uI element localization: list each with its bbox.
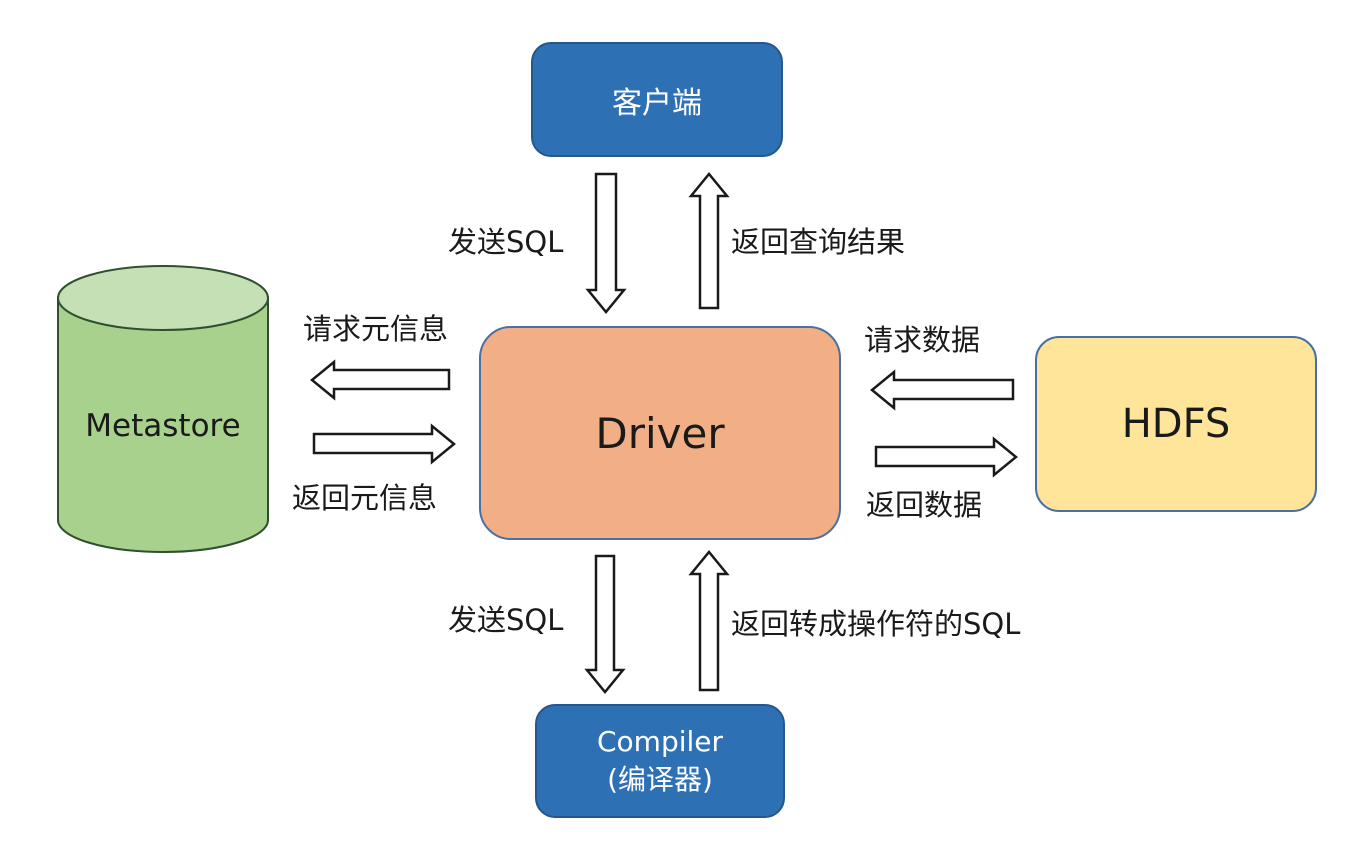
driver-node: Driver [479, 326, 841, 540]
edge-label-return-query-result: 返回查询结果 [731, 225, 906, 259]
client-label: 客户端 [612, 85, 702, 121]
edge-label-return-operator-sql: 返回转成操作符的SQL [731, 607, 1021, 641]
metastore-label: Metastore [85, 408, 241, 444]
arrow-hdfs-return [874, 436, 1018, 478]
compiler-node: Compiler (编译器) [535, 704, 785, 818]
edge-label-return-data: 返回数据 [866, 488, 983, 522]
edge-label-request-data: 请求数据 [864, 323, 981, 357]
edge-label-send-sql-bottom: 发送SQL [448, 603, 564, 637]
compiler-label-line2: (编译器) [607, 763, 713, 796]
client-node: 客户端 [531, 42, 783, 157]
arrow-driver-to-compiler [584, 554, 626, 694]
arrow-driver-to-metastore [310, 359, 451, 401]
edge-label-return-metadata: 返回元信息 [292, 481, 438, 515]
compiler-label-line1: Compiler [596, 725, 724, 758]
arrow-compiler-to-driver [688, 550, 730, 692]
arrow-driver-to-client [688, 172, 730, 310]
edge-label-send-sql-top: 发送SQL [448, 225, 564, 259]
hdfs-node: HDFS [1035, 336, 1317, 512]
edge-label-request-metadata: 请求元信息 [303, 312, 449, 346]
hdfs-label: HDFS [1121, 401, 1231, 447]
arrow-hdfs-request [870, 369, 1015, 411]
metastore-cylinder [57, 265, 269, 553]
driver-label: Driver [595, 408, 725, 458]
arrow-metastore-to-driver [312, 423, 456, 465]
arrow-client-to-driver [585, 172, 627, 314]
